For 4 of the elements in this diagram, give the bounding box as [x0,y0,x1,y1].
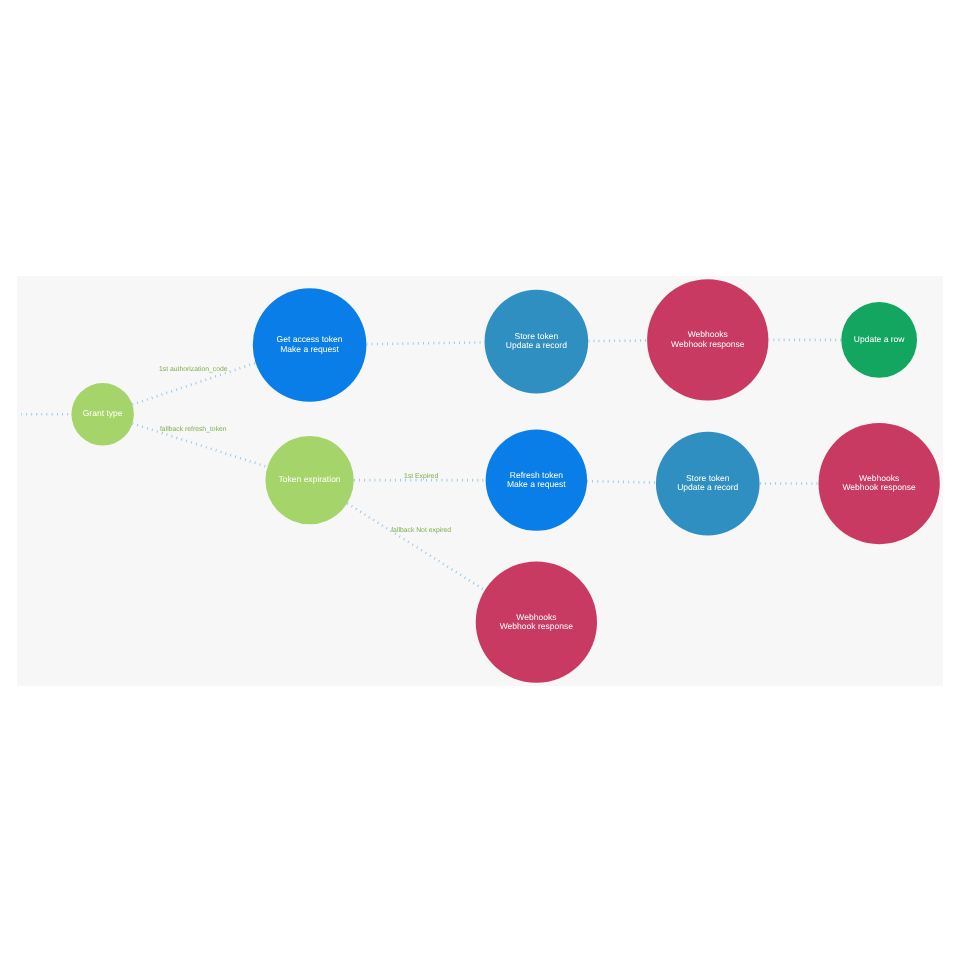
connector [354,477,486,481]
connector [132,360,256,405]
connector [132,421,268,468]
connector [346,501,486,591]
